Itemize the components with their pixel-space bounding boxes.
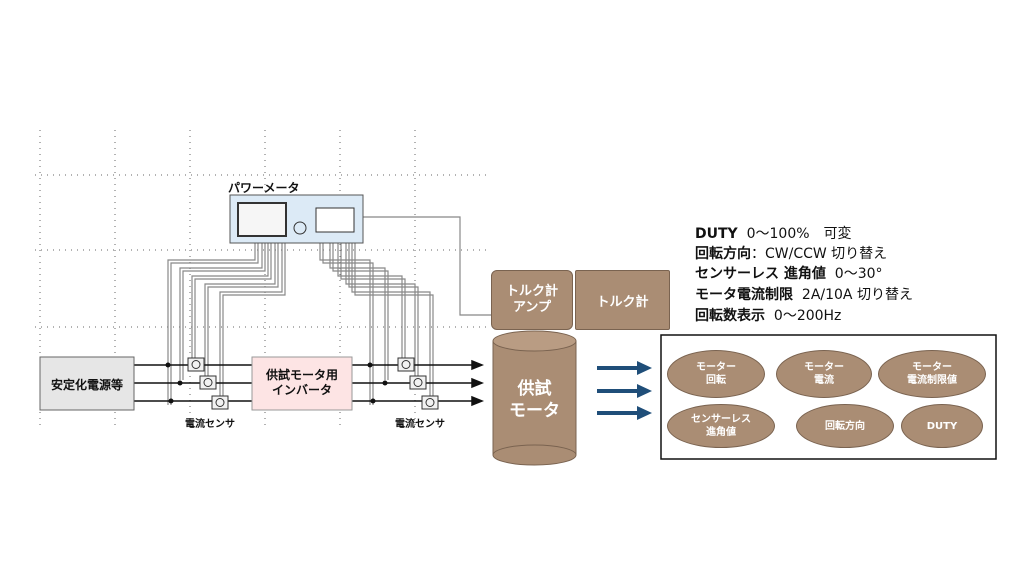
spec-duty: DUTY 0〜100% 可変	[695, 224, 852, 244]
motor-rotation-control[interactable]: モーター 回転	[667, 350, 765, 398]
spec-value: 0〜200Hz	[773, 308, 842, 324]
spec-sep: ：	[751, 246, 765, 262]
duty-control[interactable]: DUTY	[901, 404, 983, 448]
stabilized-supply-box	[39, 356, 135, 411]
spec-name: モータ電流制限	[695, 287, 793, 303]
stabilized-supply-label: 安定化電源等	[50, 378, 123, 392]
inverter-box	[251, 356, 353, 411]
meter-wiring	[167, 216, 492, 405]
grid	[35, 130, 490, 430]
junction-dots	[165, 362, 388, 404]
torque-amp: トルク計 アンプ	[491, 270, 573, 330]
spec-direction: 回転方向：CW/CCW 切り替え	[695, 244, 887, 264]
spec-value: CW/CCW 切り替え	[765, 246, 888, 262]
spec-name: 回転方向	[695, 246, 751, 262]
power-meter	[229, 194, 364, 244]
spec-sep	[793, 287, 802, 303]
power-meter-label: パワーメータ	[228, 181, 300, 195]
motor-label: 供試 モータ	[509, 379, 560, 421]
current-sensors	[187, 357, 439, 410]
spec-sep	[765, 308, 774, 324]
spec-value: 0〜100% 可変	[746, 226, 852, 242]
motor-cylinder	[492, 330, 577, 466]
inverter-label: 供試モータ用 インバータ	[265, 368, 338, 397]
torque-meter: トルク計	[575, 270, 670, 330]
output-arrows	[597, 361, 652, 420]
spec-rpm-display: 回転数表示 0〜200Hz	[695, 306, 841, 326]
current-sensor-left-label: 電流センサ	[185, 419, 235, 430]
spec-sep	[826, 266, 835, 282]
spec-value: 0〜30°	[834, 266, 883, 282]
spec-name: DUTY	[695, 226, 738, 242]
spec-sep	[738, 226, 747, 242]
sensorless-advance-control[interactable]: センサーレス 進角値	[667, 404, 775, 448]
rotation-direction-control[interactable]: 回転方向	[796, 404, 894, 448]
spec-advance-angle: センサーレス 進角値 0〜30°	[695, 264, 883, 284]
motor-current-limit-control[interactable]: モーター 電流制限値	[878, 350, 986, 398]
spec-name: 回転数表示	[695, 308, 765, 324]
current-sensor-right-label: 電流センサ	[395, 419, 445, 430]
motor-current-control[interactable]: モーター 電流	[776, 350, 872, 398]
spec-value: 2A/10A 切り替え	[801, 287, 913, 303]
spec-name: センサーレス 進角値	[695, 266, 826, 282]
spec-current-limit: モータ電流制限 2A/10A 切り替え	[695, 285, 913, 305]
